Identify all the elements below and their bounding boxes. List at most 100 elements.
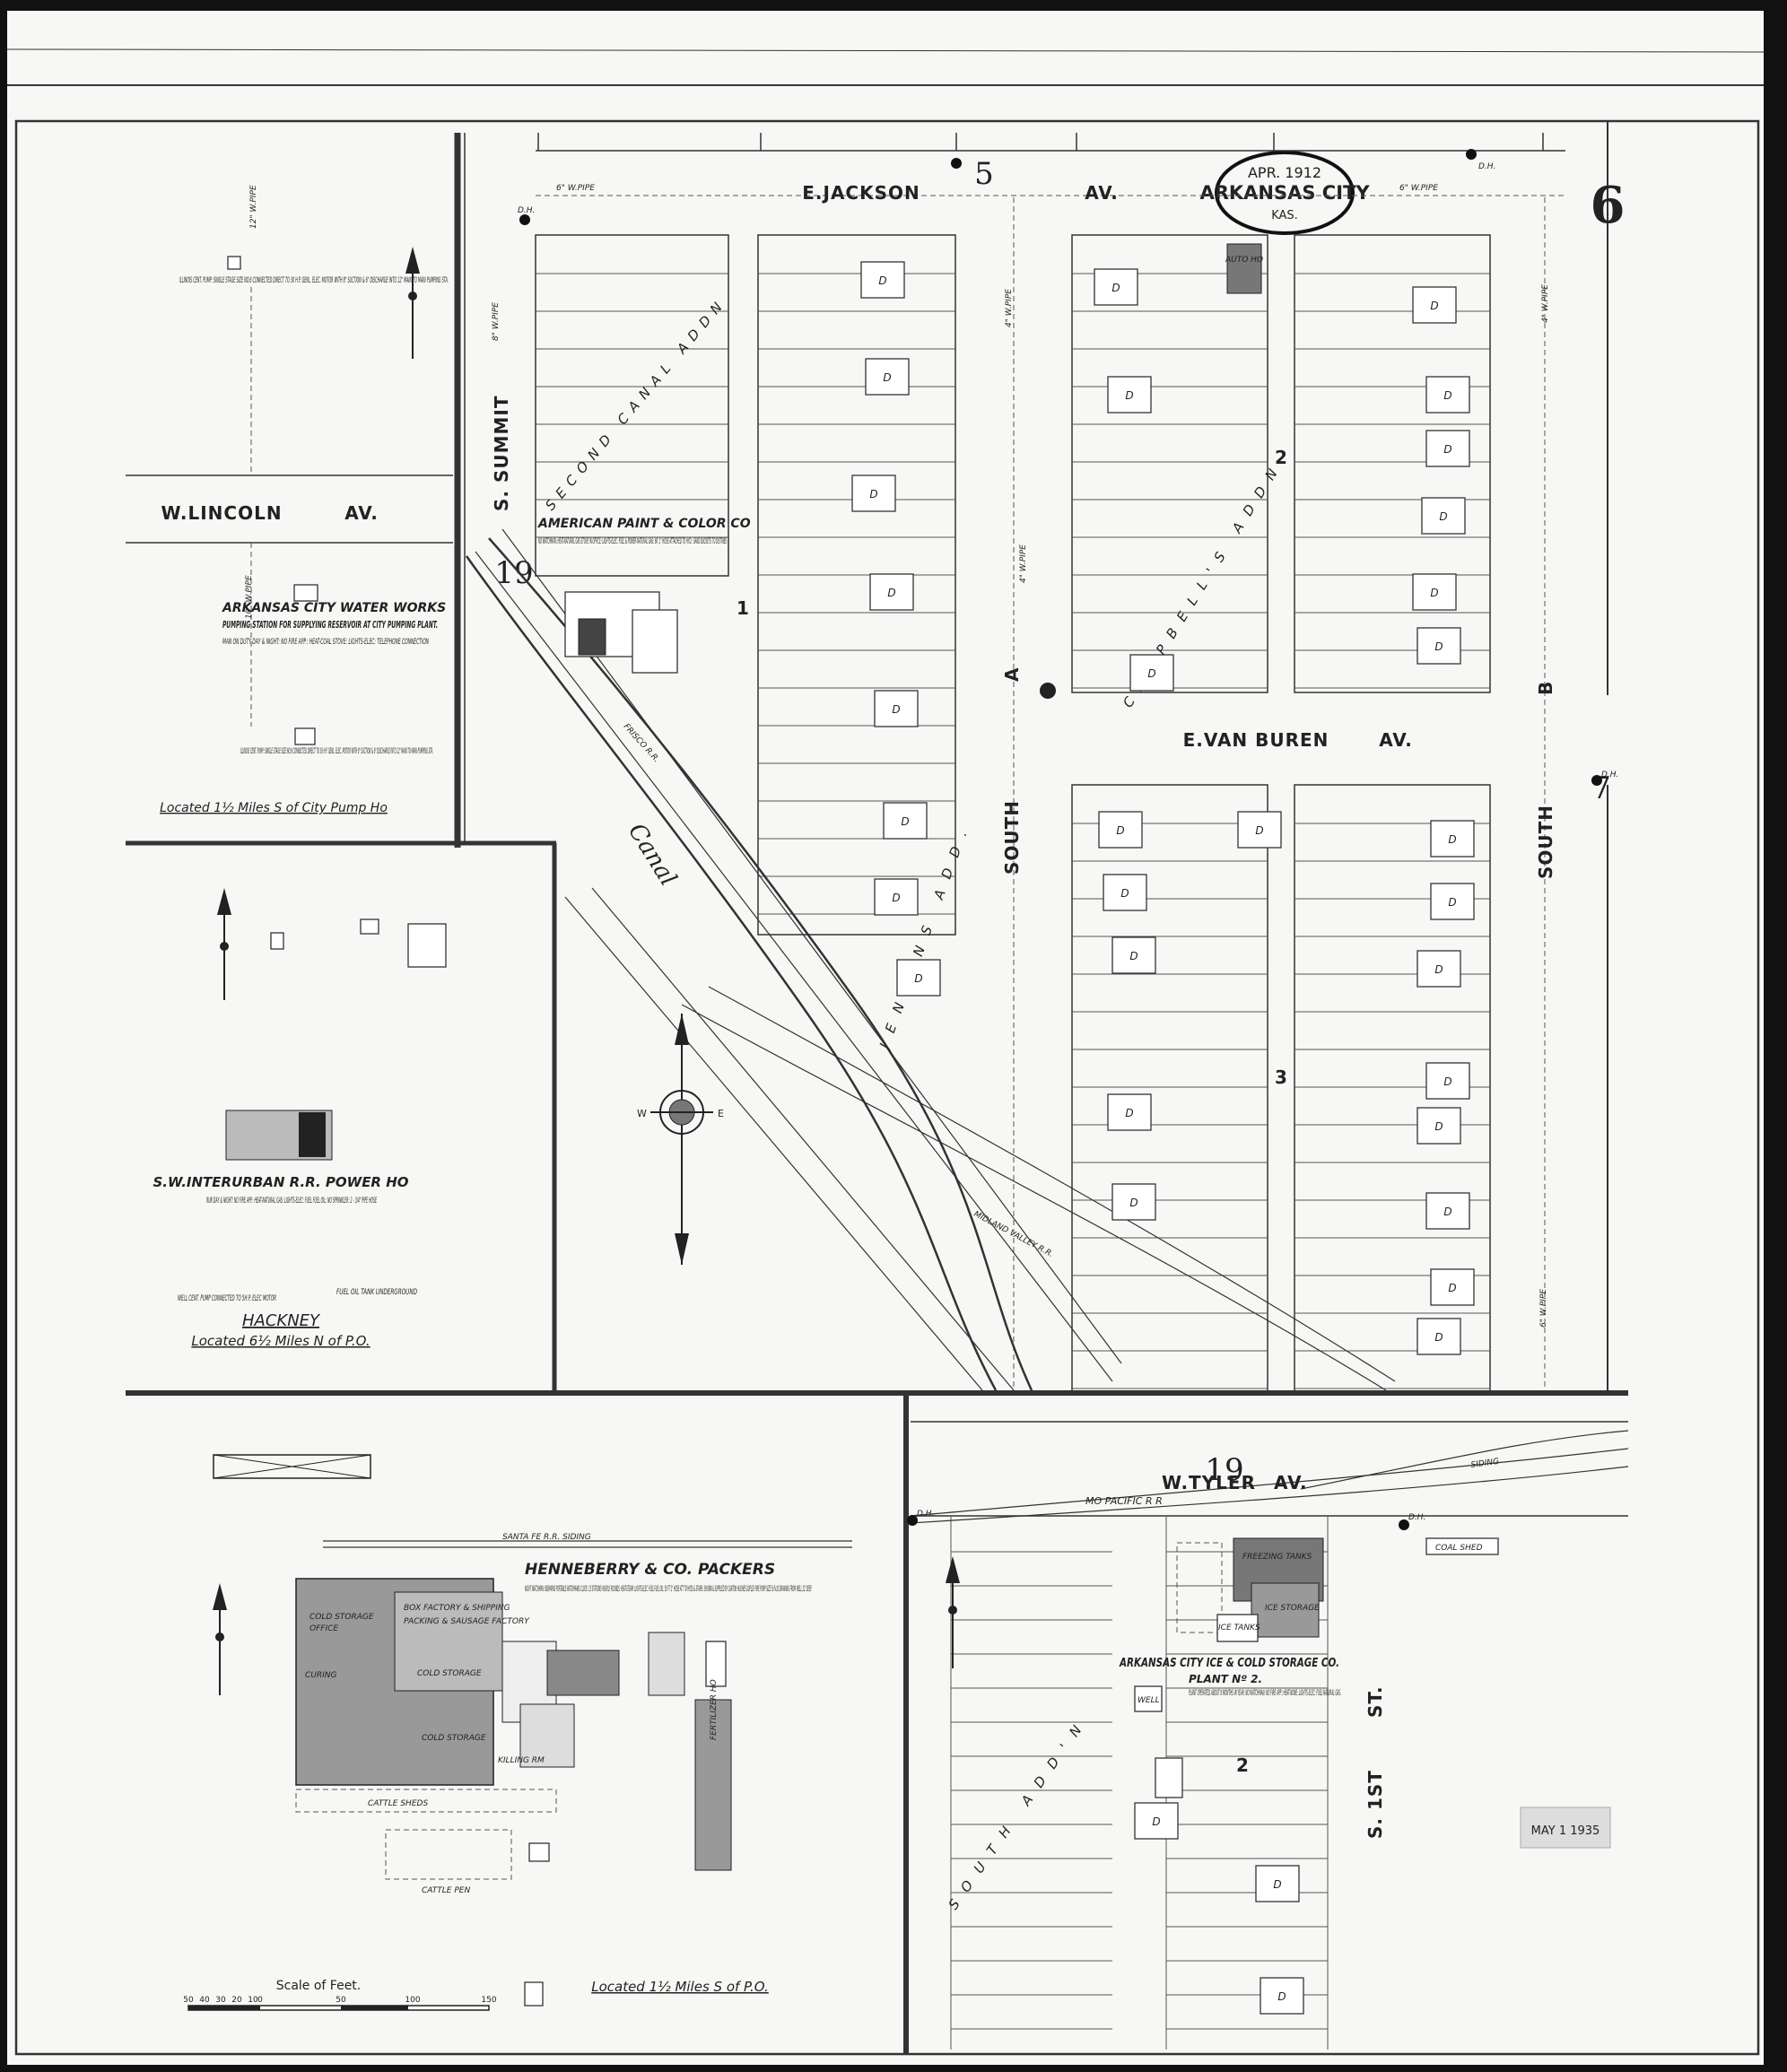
dwelling-label: D [1443,1075,1451,1088]
pipe-6-east: 6" W.PIPE [1399,184,1438,193]
fuel-tank: FUEL OIL TANK UNDERGROUND [336,1288,417,1297]
dwelling-label: D [1129,1197,1138,1209]
dwelling-label: D [1448,1282,1456,1294]
ice-part-2: ICE TANKS [1218,1624,1260,1632]
dwelling [1111,1183,1156,1221]
dwelling-label: D [878,274,886,287]
dwelling-label: D [914,972,922,985]
scale-tick-label: 150 [481,1996,496,2005]
auto-house: AUTO HO [1225,243,1263,294]
pipe-6-b: 6" W.PIPE [1539,1289,1548,1328]
dwelling-label: D [1439,510,1447,523]
street-south-b: SOUTH [1535,805,1556,879]
compass-rose: W E [637,1014,724,1265]
dh-2: D.H. [518,206,535,215]
dwelling [883,802,928,840]
stamp-text: MAY 1 1935 [1531,1824,1600,1838]
dwelling-label: D [1443,1206,1451,1218]
utilities: 6" W.PIPE 6" W.PIPE 8" W.PIPE 4" W.PIPE … [245,149,1618,1530]
dwelling [1417,1107,1461,1145]
ice-part-1: ICE STORAGE [1265,1604,1320,1613]
dwelling [1430,883,1475,920]
dwelling-label: D [892,892,900,904]
dwelling [1103,874,1147,911]
dwelling [1417,950,1461,988]
auto-house-label: AUTO HO [1225,256,1263,265]
street-south-a: SOUTH [1001,800,1023,875]
scale-tick-label: 0 [257,1996,263,2005]
street-s-summit: S. SUMMIT [491,396,512,512]
adjacent-sheet-west: 19 [494,555,533,591]
dwelling [1111,936,1156,974]
dwelling-label: D [1111,282,1120,294]
henneberry-part-6: COLD STORAGE [422,1734,486,1743]
dwelling [896,959,941,997]
scale-tick-label: 50 [336,1996,346,2005]
dh-1: D.H. [1478,162,1495,171]
dwelling-label: D [1147,667,1155,680]
dwelling-label: D [1434,1120,1443,1133]
american-paint-co: AMERICAN PAINT & COLOR CO NO WATCHMAN: H… [537,517,751,674]
north-arrow-3 [213,1583,227,1695]
street-e-van-buren: E.VAN BUREN [1183,729,1329,751]
dwelling [1412,286,1457,324]
rail-siding: SIDING [1470,1458,1500,1470]
svg-text:E: E [718,1108,724,1119]
dwelling [1417,627,1461,665]
street-w-tyler: W.TYLER [1162,1472,1256,1493]
dwelling [1425,376,1470,414]
dwelling [851,474,896,512]
scale-tick-label: 30 [215,1996,226,2005]
dwelling-label: D [883,371,891,384]
rail-mo-pacific: MO PACIFIC R R [1085,1495,1163,1507]
street-south-a-letter: A [1001,667,1023,682]
adjacent-sheet-north: 5 [974,156,994,192]
block-number-3: 3 [1275,1066,1287,1088]
street-s-1st-st: ST. [1364,1685,1386,1718]
henneberry-part-7: KILLING RM [498,1756,545,1765]
henneberry-name: HENNEBERRY & CO. PACKERS [525,1561,775,1579]
scale-tick-label: 100 [405,1996,420,2005]
dwelling-label: D [1443,443,1451,456]
dwelling-label: D [1152,1815,1160,1828]
pipe-12-ww: 12" W.PIPE [249,185,258,229]
dwelling [1417,1318,1461,1355]
coal-shed: COAL SHED [1435,1544,1483,1553]
dwelling [1421,497,1466,535]
henneberry-part-3: PACKING & SAUSAGE FACTORY [404,1617,530,1626]
dwelling-label: D [1277,1990,1286,2003]
dwelling-label: D [1443,389,1451,402]
dwelling [1430,1268,1475,1306]
dwelling-label: D [887,587,895,599]
street-w-lincoln: W.LINCOLN [161,502,282,524]
dwelling [1430,820,1475,858]
dwelling-label: D [1129,950,1138,962]
dwelling [1412,573,1457,611]
henneberry-part-2: BOX FACTORY & SHIPPING [404,1604,510,1613]
north-arrow-4 [946,1556,960,1668]
henneberry-part-9: CATTLE PEN [422,1886,470,1895]
dwelling-label: D [1125,1107,1133,1119]
svg-text:W: W [637,1108,647,1119]
dwelling [1129,654,1174,692]
water-works-note: MAN ON DUTY DAY & NIGHT: NO FIRE APP.: H… [222,638,429,647]
dwelling-label: D [1116,824,1124,837]
dwelling-label: D [869,488,877,501]
water-works-name: ARKANSAS CITY WATER WORKS [222,601,446,615]
pipe-4-a: 4" W.PIPE [1005,289,1014,327]
library-stamp: MAY 1 1935 [1520,1806,1611,1849]
map-state: KAS. [1271,209,1298,222]
rail-santa-fe-siding: SANTA FE R.R. SIDING [502,1533,591,1542]
title-cartouche: APR. 1912 ARKANSAS CITY KAS. [1199,151,1370,235]
ice-plant: ARKANSAS CITY ICE & COLD STORAGE CO. PLA… [946,1537,1499,1798]
block-number-2-south: 2 [1236,1754,1249,1776]
map-city: ARKANSAS CITY [1199,182,1370,204]
henneberry-part-5: COLD STORAGE [417,1669,482,1678]
block-number-1: 1 [737,597,749,619]
ice-part-3: WELL [1138,1696,1160,1705]
dwelling [1260,1977,1304,2015]
street-s-1st: S. 1ST [1364,1770,1386,1839]
pipe-4-b: 4" W.PIPE [1541,284,1550,323]
